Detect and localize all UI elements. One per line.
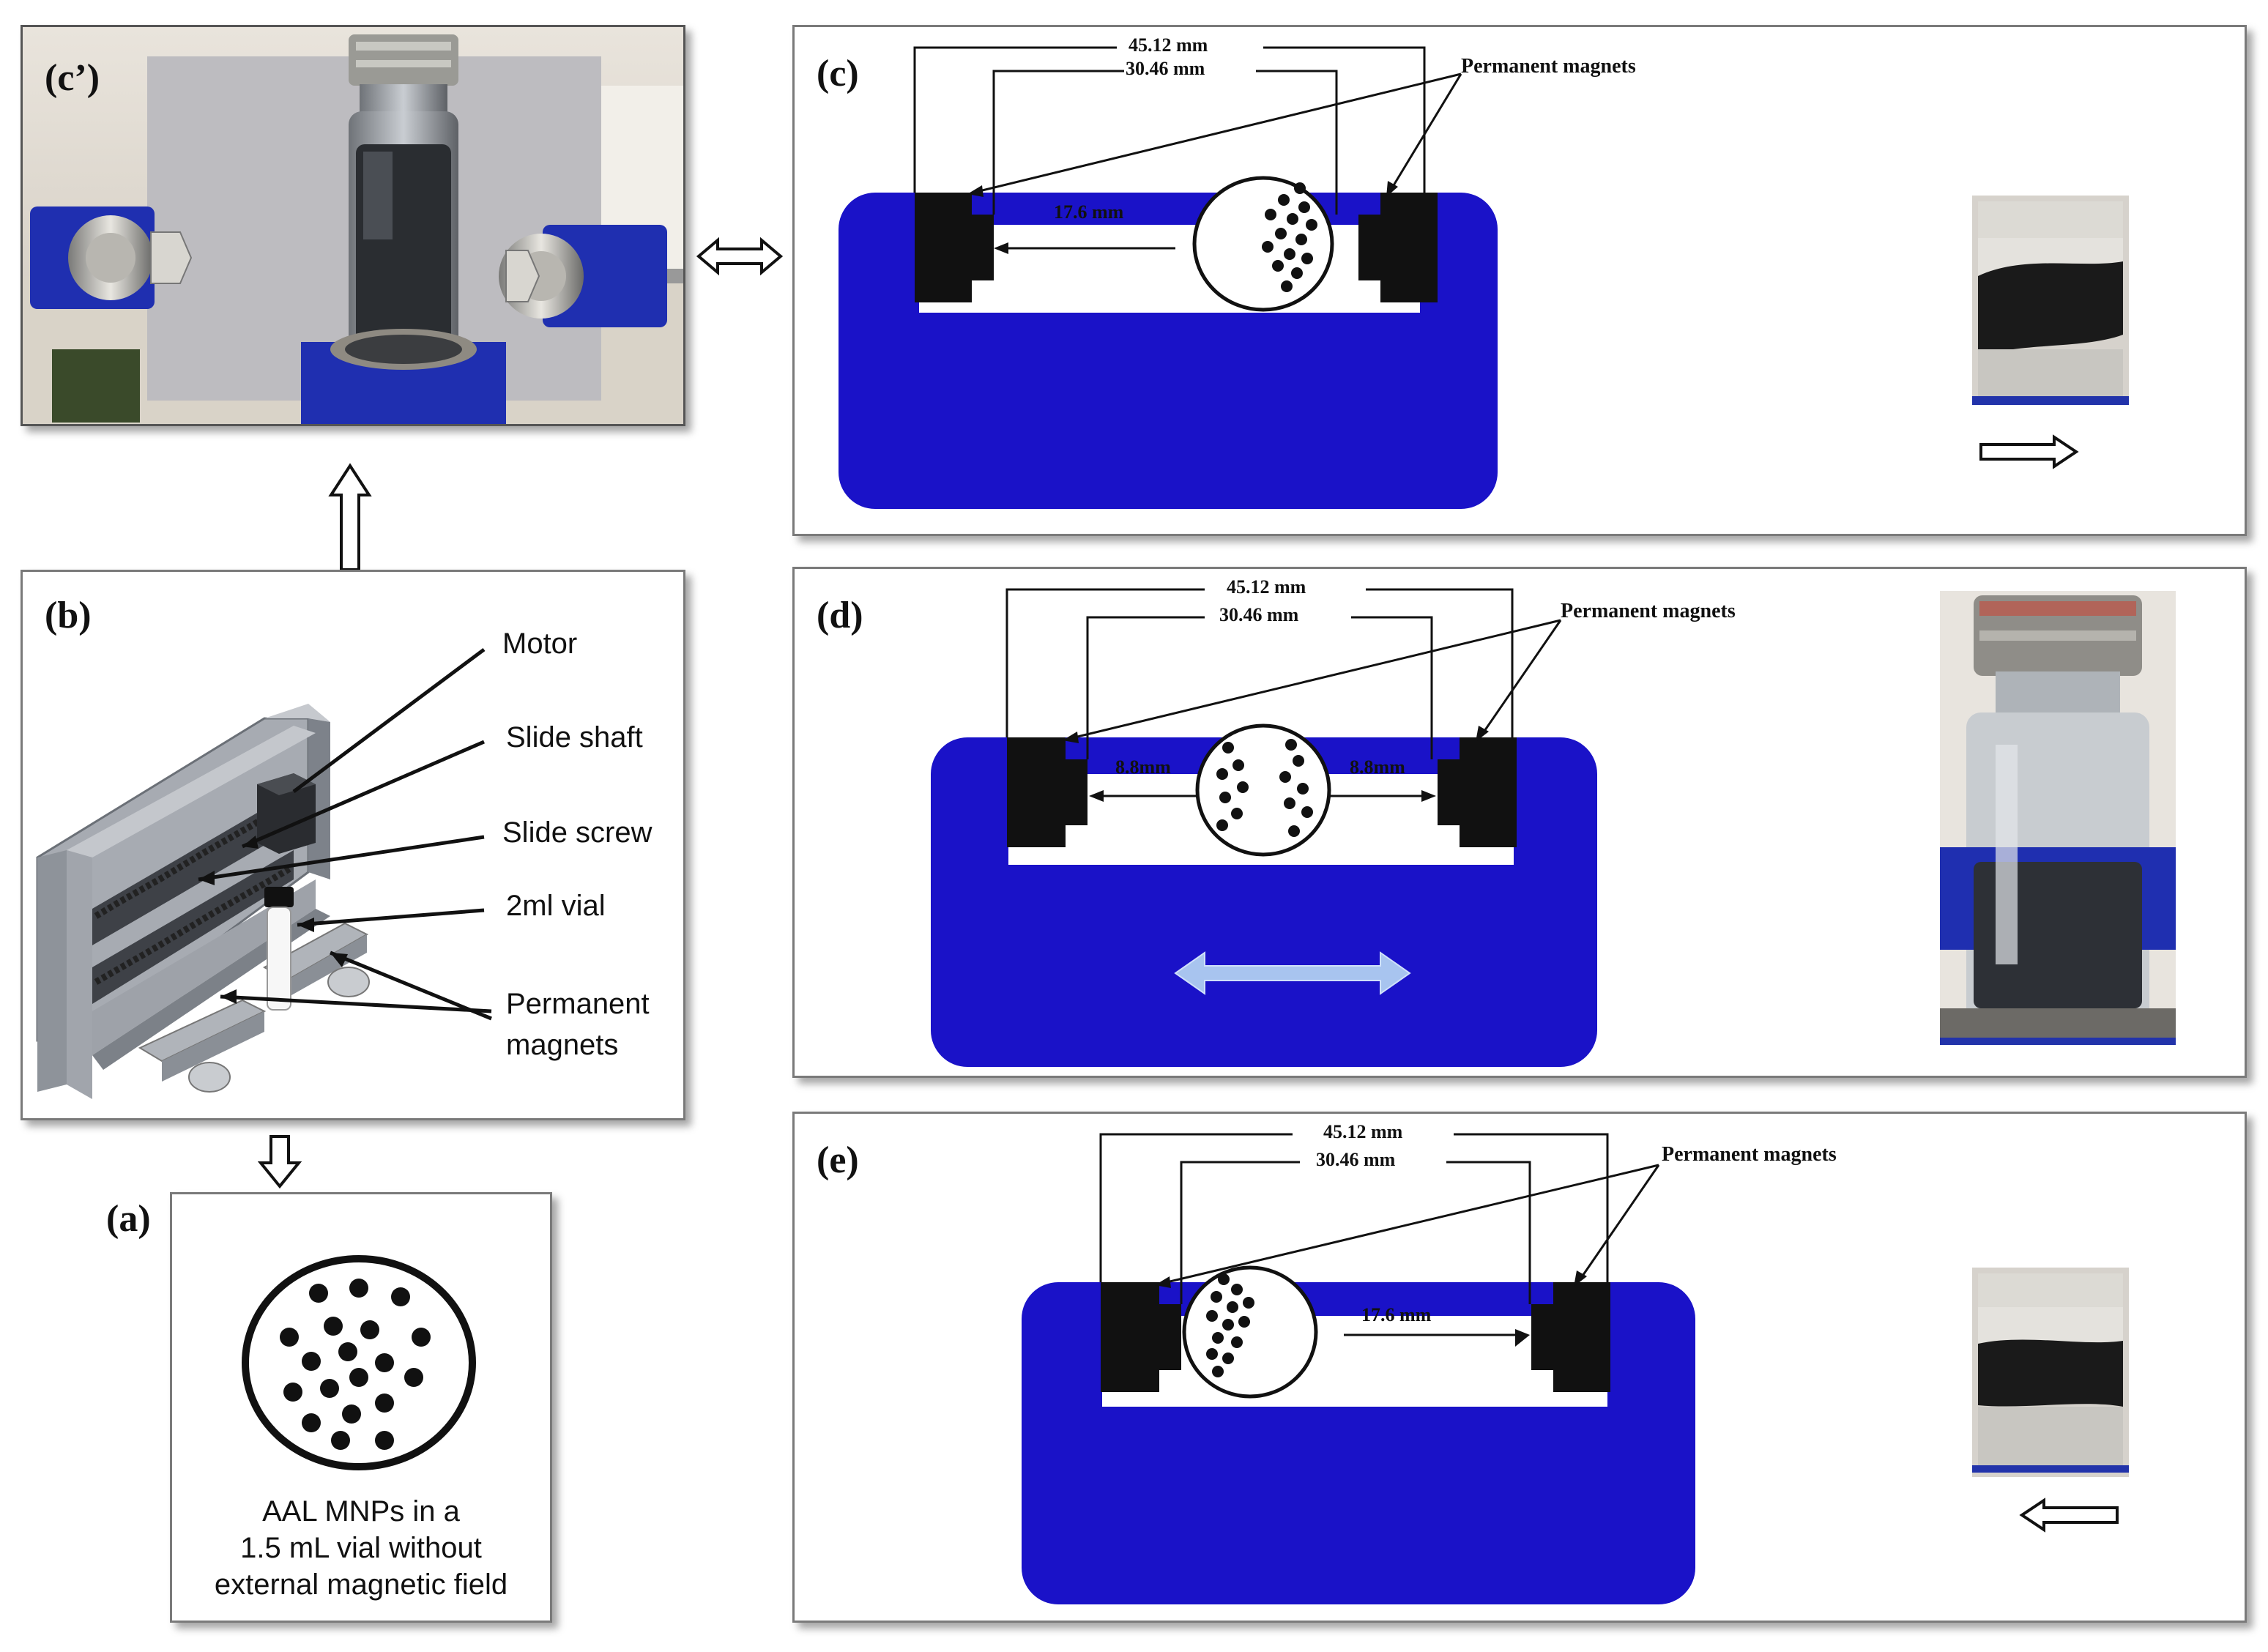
panel-label-b: (b)	[45, 595, 92, 636]
slide-mechanism-3d	[36, 647, 492, 1099]
panel-label-c-prime: (c’)	[45, 57, 100, 99]
magnets-label-e: Permanent magnets	[1662, 1143, 1837, 1166]
bidirectional-arrow-icon	[1174, 951, 1411, 995]
callout-line-motor	[292, 647, 486, 794]
caption-a: AAL MNPs in a 1.5 mL vial without extern…	[172, 1493, 550, 1603]
dim-outer-d: 45.12 mm	[1227, 576, 1306, 598]
magnets-label-c: Permanent magnets	[1461, 55, 1636, 78]
photo-vial-d	[1940, 591, 2176, 1045]
callout-slide-screw: Slide screw	[502, 816, 652, 849]
panel-label-a: (a)	[106, 1198, 151, 1240]
callout-line-magnet-1	[220, 994, 492, 1013]
dim-inner-d: 30.46 mm	[1219, 604, 1299, 625]
dim-inner-c: 30.46 mm	[1126, 58, 1205, 79]
panel-c: (c)	[792, 25, 2247, 536]
callout-magnets: magnets	[506, 1029, 619, 1061]
dim-outer-c: 45.12 mm	[1129, 34, 1208, 56]
right-magnet	[1460, 737, 1517, 847]
left-hollow-arrow-icon	[2019, 1497, 2119, 1533]
callout-permanent: Permanent	[506, 988, 650, 1020]
right-hollow-arrow-icon	[1979, 434, 2079, 469]
holder-diagram-d	[931, 588, 2176, 1067]
callout-motor: Motor	[502, 628, 578, 660]
right-magnet	[1380, 193, 1438, 302]
left-magnet	[915, 193, 972, 302]
down-hollow-arrow-icon	[258, 1135, 302, 1189]
callout-vial: 2ml vial	[506, 890, 606, 922]
panel-c-prime: (c’)	[21, 25, 685, 426]
panel-a: (a) AAL MNPs in a 1.5 mL vial without ex…	[106, 1192, 552, 1623]
callout-line-shaft	[242, 740, 485, 849]
right-magnet-step	[1438, 759, 1460, 825]
holder-diagram-e	[1022, 1133, 2129, 1604]
callout-line-vial	[297, 908, 485, 927]
gap-label-e: 17.6 mm	[1361, 1304, 1432, 1325]
gap-right-d: 8.8mm	[1350, 756, 1405, 778]
caption-a-line-2: 1.5 mL vial without	[240, 1532, 482, 1564]
left-magnet	[1007, 737, 1066, 847]
gap-label-c: 17.6 mm	[1054, 201, 1124, 223]
panel-label-c: (c)	[817, 53, 859, 94]
panel-e: (e)	[792, 1112, 2247, 1623]
right-magnet	[1553, 1282, 1610, 1392]
left-magnet	[1101, 1282, 1159, 1392]
vial-cross-section-no-field	[242, 1255, 476, 1470]
panel-d: (d)	[792, 567, 2247, 1078]
caption-a-line-1: AAL MNPs in a	[262, 1495, 460, 1528]
panel-label-d: (d)	[817, 595, 863, 636]
photo-vial-c	[1972, 196, 2129, 405]
right-magnet-step	[1358, 215, 1380, 280]
photo-setup	[23, 27, 683, 424]
right-magnet-step	[1531, 1304, 1553, 1370]
panel-label-e: (e)	[817, 1139, 859, 1181]
magnets-label-d: Permanent magnets	[1561, 600, 1736, 622]
dim-inner-e: 30.46 mm	[1316, 1149, 1396, 1170]
up-hollow-arrow-icon	[328, 463, 372, 571]
panel-b: (b)	[21, 570, 685, 1120]
callout-line-screw	[198, 835, 485, 882]
holder-diagram-c	[839, 46, 2129, 509]
gap-left-d: 8.8mm	[1115, 756, 1171, 778]
double-arrow-icon	[696, 237, 784, 276]
photo-vial-e	[1972, 1268, 2129, 1477]
callout-slide-shaft: Slide shaft	[506, 721, 643, 754]
callout-line-magnet-2	[330, 950, 492, 1021]
dim-outer-e: 45.12 mm	[1323, 1121, 1403, 1142]
caption-a-line-3: external magnetic field	[214, 1569, 508, 1601]
